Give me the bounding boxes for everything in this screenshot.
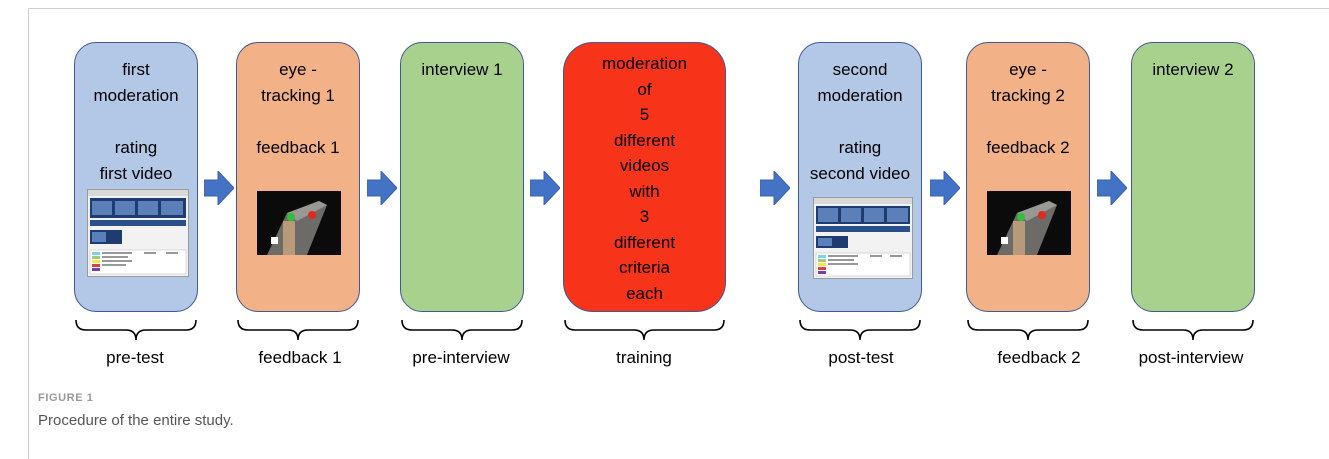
moderation-software-screenshot-graphic: [88, 190, 188, 275]
moderation-software-screenshot-2-graphic: [814, 198, 912, 277]
eye-tracking-video-still-2: [987, 191, 1071, 255]
stage-first-moderation: first moderation rating first video: [74, 42, 198, 312]
moderation-software-screenshot: [87, 189, 189, 277]
stage-interview-2: interview 2: [1131, 42, 1255, 312]
eye-tracking-video-still-graphic: [267, 201, 327, 255]
phase-brace-post-test: [799, 319, 921, 341]
phase-brace-training: [564, 319, 725, 341]
stage-interview-2-text: interview 2: [1152, 60, 1234, 79]
phase-brace-post-interview: [1132, 319, 1254, 341]
flow-arrow-3: [530, 171, 560, 205]
stage-training-text: moderation of 5 different videos with 3 …: [601, 54, 688, 303]
flow-arrow-2: [367, 171, 397, 205]
figure-caption: Procedure of the entire study.: [38, 412, 234, 429]
moderation-software-screenshot-2: [813, 197, 913, 279]
flow-arrow-1: [204, 171, 234, 205]
phase-label-feedback-2: feedback 2: [997, 348, 1081, 367]
stage-interview-1-text: interview 1: [421, 60, 503, 79]
phase-label-training: training: [616, 348, 672, 367]
phase-label-post-interview: post-interview: [1138, 348, 1244, 367]
stage-eye-tracking-2-text: eye - tracking 2 feedback 2: [986, 60, 1070, 157]
stage-eye-tracking-2: eye - tracking 2 feedback 2: [966, 42, 1090, 312]
phase-brace-feedback-2: [967, 319, 1089, 341]
stage-training: moderation of 5 different videos with 3 …: [563, 42, 726, 312]
eye-tracking-video-still-2-graphic: [997, 201, 1057, 255]
flow-arrow-6: [1097, 171, 1127, 205]
flow-arrow-5: [930, 171, 960, 205]
stage-eye-tracking-1: eye - tracking 1 feedback 1: [236, 42, 360, 312]
stage-second-moderation-text: second moderation rating second video: [809, 60, 911, 183]
phase-brace-pre-interview: [401, 319, 523, 341]
left-border-line: [28, 8, 29, 459]
phase-label-pre-interview: pre-interview: [412, 348, 510, 367]
top-border-line: [28, 8, 1329, 9]
stage-second-moderation: second moderation rating second video: [798, 42, 922, 312]
flow-arrow-4: [760, 171, 790, 205]
stage-eye-tracking-1-text: eye - tracking 1 feedback 1: [256, 60, 340, 157]
phase-label-feedback-1: feedback 1: [258, 348, 342, 367]
phase-label-post-test: post-test: [828, 348, 894, 367]
phase-label-pre-test: pre-test: [106, 348, 164, 367]
eye-tracking-video-still: [257, 191, 341, 255]
figure-label: FIGURE 1: [38, 392, 94, 404]
phase-brace-pre-test: [75, 319, 197, 341]
phase-brace-feedback-1: [237, 319, 359, 341]
stage-interview-1: interview 1: [400, 42, 524, 312]
stage-first-moderation-text: first moderation rating first video: [93, 60, 179, 183]
